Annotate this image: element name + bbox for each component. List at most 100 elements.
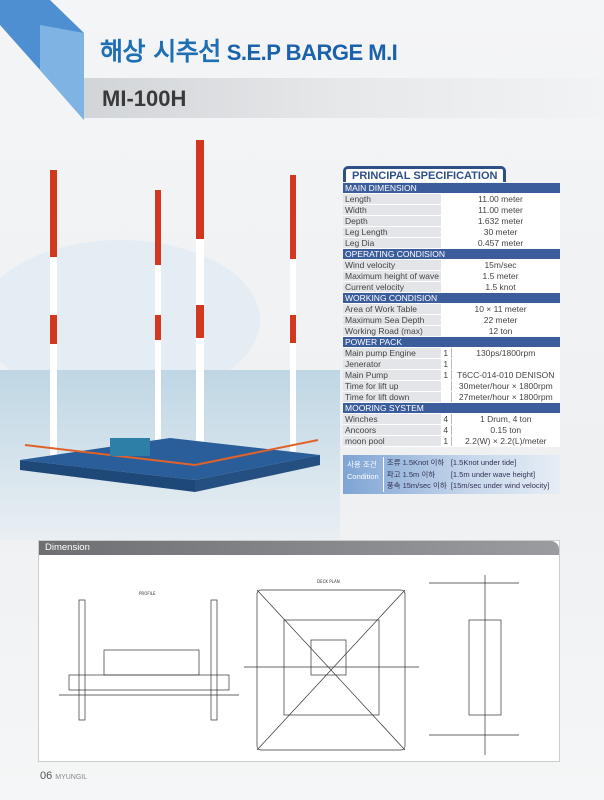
spec-value: 30meter/hour × 1800rpm [451, 380, 560, 393]
spec-key: Area of Work Table [343, 303, 442, 316]
spec-key: Working Road (max) [343, 325, 442, 338]
spec-key: Time for lift up [343, 380, 442, 393]
spec-value: 1.5 meter [441, 270, 560, 283]
section-name: OPERATING CONDISION [343, 248, 560, 261]
spec-key: Current velocity [343, 281, 442, 294]
spec-value: 0.457 meter [441, 237, 560, 250]
spec-section-header: POWER PACK [343, 336, 560, 349]
title-ko: 해상 시추선 [100, 37, 221, 66]
condition-label-ko: 사용 조건 [347, 460, 377, 470]
section-name: POWER PACK [343, 336, 560, 349]
title-en: S.E.P BARGE M.I [226, 40, 398, 65]
dimension-title: Dimension [39, 541, 559, 555]
spec-value: 2.2(W) × 2.2(L)/meter [451, 435, 560, 448]
spec-value: 130ps/1800rpm [451, 347, 560, 360]
spec-value: 30 meter [441, 226, 560, 239]
spec-qty: 1 [441, 347, 452, 360]
spec-key: Winches [343, 413, 442, 426]
condition-ko: 조류 1.5Knot 이하 [386, 458, 445, 468]
model-bar [84, 78, 604, 118]
spec-qty: 1 [441, 358, 452, 371]
condition-ko: 파고 1.5m 이하 [386, 469, 436, 479]
spec-section-header: OPERATING CONDISION [343, 248, 560, 261]
spec-qty: 1 [441, 369, 452, 382]
spec-key: Main pump Engine [343, 347, 442, 360]
section-name: MOORING SYSTEM [343, 402, 560, 415]
condition-ko: 풍속 15m/sec 이하 [386, 481, 447, 491]
section-name: MAIN DIMENSION [343, 183, 560, 195]
spec-section-header: MOORING SYSTEM [343, 402, 560, 415]
spec-key: moon pool [343, 435, 442, 448]
dimension-drawings: PROFILE DECK PLAN [59, 575, 519, 755]
spec-row: Time for lift down 27meter/hour × 1800rpm [343, 391, 560, 404]
spec-section-header: WORKING CONDISION [343, 292, 560, 305]
spec-key: Time for lift down [343, 391, 442, 404]
spec-value: 1 Drum, 4 ton [451, 413, 560, 426]
spec-key: Jenerator [343, 358, 442, 371]
spec-value: 0.15 ton [451, 424, 560, 437]
spec-value: 27meter/hour × 1800rpm [451, 391, 560, 404]
corner-decoration [0, 0, 84, 120]
spec-key: Length [343, 193, 442, 206]
spec-key: Maximum Sea Depth [343, 314, 442, 327]
spec-value: T6CC-014-010 DENISON [451, 369, 560, 382]
spec-section-header: MAIN DIMENSION [343, 183, 560, 195]
spec-value: 11.00 meter [441, 204, 560, 217]
condition-en: [1.5m under wave height] [450, 469, 536, 479]
spec-value: 1.632 meter [441, 215, 560, 228]
spec-key: Leg Dia [343, 237, 442, 250]
spec-qty [441, 391, 452, 404]
spec-key: Ancoors [343, 424, 442, 437]
spec-key: Width [343, 204, 442, 217]
model-name: MI-100H [102, 86, 187, 111]
barge-illustration [0, 140, 340, 540]
condition-label-en: Condition [347, 471, 379, 481]
spec-value: 10 × 11 meter [441, 303, 560, 316]
spec-qty: 4 [441, 424, 452, 437]
spec-row: Working Road (max)12 ton [343, 325, 560, 338]
spec-key: Depth [343, 215, 442, 228]
spec-value: 22 meter [441, 314, 560, 327]
brand-name: MYUNGIL [55, 774, 88, 781]
spec-key: Wind velocity [343, 259, 442, 272]
spec-key: Main Pump [343, 369, 442, 382]
dimension-panel: Dimension PROFILE DECK PLAN [38, 540, 560, 762]
section-name: WORKING CONDISION [343, 292, 560, 305]
spec-title: PRINCIPAL SPECIFICATION [343, 166, 507, 182]
spec-value: 12 ton [441, 325, 560, 338]
condition-en: [1.5Knot under tide] [450, 458, 517, 468]
spec-qty: 1 [441, 435, 452, 448]
page-number: 06 [40, 770, 53, 782]
condition-en: [15m/sec under wind velocity] [450, 481, 550, 491]
spec-value: 1.5 knot [441, 281, 560, 294]
spec-value: 11.00 meter [441, 193, 560, 206]
spec-key: Maximum height of wave [343, 270, 442, 283]
spec-qty: 4 [441, 413, 452, 426]
spec-value: 15m/sec [441, 259, 560, 272]
profile-label: PROFILE [139, 591, 156, 596]
spec-value [451, 358, 560, 371]
deck-plan-label: DECK PLAN [317, 579, 340, 584]
spec-key: Leg Length [343, 226, 442, 239]
